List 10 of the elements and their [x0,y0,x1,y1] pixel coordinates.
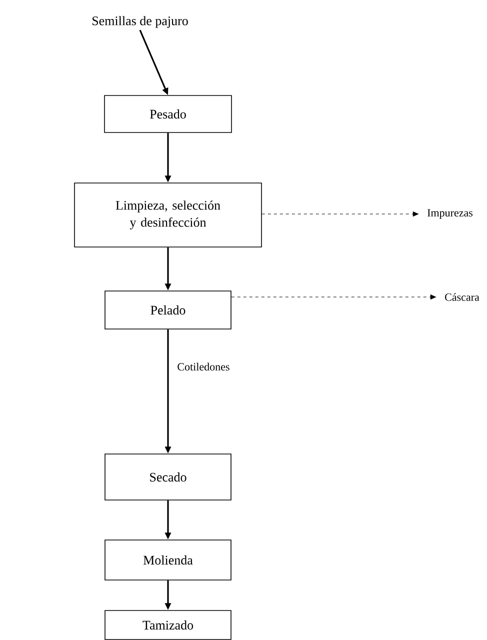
output-label: Impurezas [427,209,472,219]
output-label: Cáscara [445,293,480,301]
process-box: Tamizado [104,610,232,640]
process-box: Molienda [104,540,232,580]
process-box: Limpieza, selección y desinfección [74,182,262,248]
edge-label: Cotiledones [178,362,230,371]
process-box: Pesado [104,95,232,133]
input-label: Semillas de pajuro [92,16,188,28]
process-box: Secado [104,454,232,500]
process-box: Pelado [104,290,232,330]
